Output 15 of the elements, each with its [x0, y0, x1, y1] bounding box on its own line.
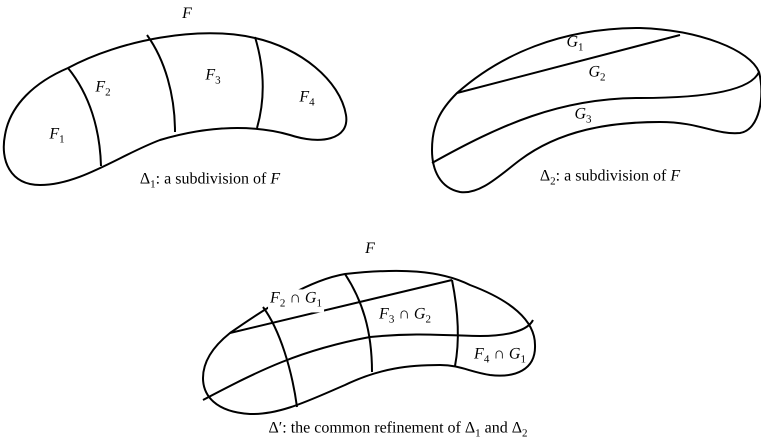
region-label: F$_{3}$: [205, 66, 221, 89]
region-label: F$_{4}$ ∩ G$_{1}$: [474, 345, 526, 368]
region-label: G$_{3}$: [574, 105, 592, 128]
region-label: F$_{3}$ ∩ G$_{2}$: [379, 305, 431, 328]
caption: Δ$_{1}$: a subdivision of F: [140, 170, 280, 193]
set-label: F: [182, 5, 192, 23]
caption: Δ$_{2}$: a subdivision of F: [540, 167, 680, 190]
set-label: F: [365, 240, 375, 258]
caption: Δ′: the common refinement of Δ$_{1}$ and Δ$_{2}$: [268, 419, 528, 442]
region-label: F$_{2}$ ∩ G$_{1}$: [268, 289, 324, 313]
region-label: F$_{2}$: [95, 78, 111, 101]
region-label: G$_{2}$: [588, 63, 606, 86]
region-label: G$_{1}$: [566, 33, 584, 56]
region-label: F$_{1}$: [49, 125, 65, 148]
region-label: F$_{4}$: [299, 88, 315, 111]
